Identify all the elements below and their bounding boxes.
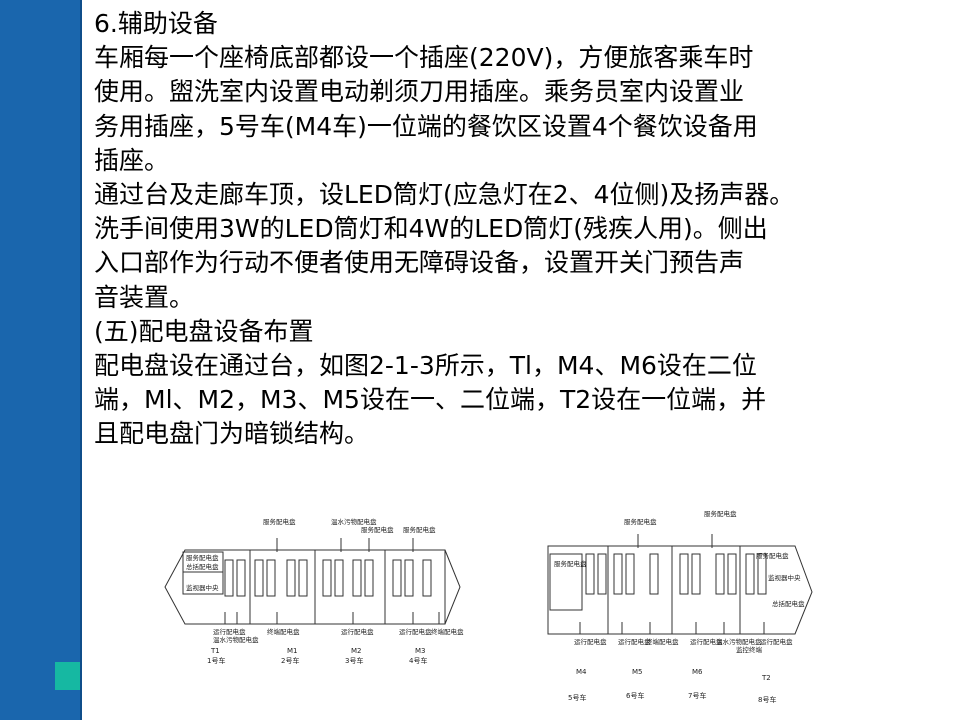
compartment-block	[625, 553, 635, 595]
label-service-panel: 服务配电盘	[554, 559, 587, 568]
label-water-panel: 温水污物配电盘	[213, 635, 259, 644]
car-code: M3	[415, 647, 426, 655]
text-line: (五)配电盘设备布置	[94, 316, 314, 346]
compartment-block	[352, 559, 362, 597]
text-line: 车厢每一个座椅底部都设一个插座(220V)，方便旅客乘车时	[94, 43, 754, 73]
text-line: 插座。	[94, 145, 170, 175]
label-end-panel: 终端配电盘	[646, 637, 679, 646]
compartment-block	[727, 553, 737, 595]
label-run-panel: 运行配电盘	[618, 637, 651, 646]
label-service-panel-top: 服务配电盘	[361, 525, 394, 534]
label-run-panel: 运行配电盘	[341, 627, 374, 636]
label-service-panel-top: 服务配电盘	[263, 517, 296, 526]
compartment-block	[392, 559, 402, 597]
car-code: T1	[210, 647, 220, 655]
label-run-panel: 运行配电盘	[690, 637, 723, 646]
train-body-outline	[547, 545, 813, 635]
text-line: 端，Ml、M2，M3、M5设在一、二位端，T2设在一位端，并	[94, 385, 767, 415]
train-diagram-left-svg: 服务配电盘 总括配电盘 监视器中央 服务配电盘 温水污物配电盘 服务配电盘 服务…	[164, 517, 464, 665]
text-line: 配电盘设在通过台，如图2-1-3所示，Tl，M4、M6设在二位	[94, 351, 757, 381]
label-monitor-panel: 监控终端	[736, 645, 763, 654]
label-end-panel: 终端配电盘	[267, 627, 300, 636]
label-service-panel: 服务配电盘	[186, 553, 219, 562]
compartment-block	[715, 553, 725, 595]
car-number: 7号车	[688, 691, 706, 700]
car-code: T2	[761, 674, 771, 682]
text-line: 洗手间使用3W的LED筒灯和4W的LED筒灯(残疾人用)。侧出	[94, 214, 768, 244]
compartment-block	[745, 553, 755, 595]
car-code: M5	[632, 668, 643, 676]
car-number: 4号车	[409, 656, 427, 665]
compartment-block	[254, 559, 264, 597]
car-number: 6号车	[626, 691, 644, 700]
train-diagram-right: 服务配电盘 服务配电盘 服务配电盘 服务配电盘 监视器中央 总括配电盘 运行配电…	[540, 502, 830, 712]
compartment-block	[322, 559, 332, 597]
label-service-panel-top: 服务配电盘	[704, 509, 737, 518]
car-number: 1号车	[207, 656, 225, 665]
label-run-panel: 运行配电盘	[399, 627, 432, 636]
compartment-block	[286, 559, 296, 597]
label-run-panel: 运行配电盘	[574, 637, 607, 646]
cab-panel-box	[549, 553, 583, 611]
label-main-panel: 总括配电盘	[772, 599, 805, 608]
text-line: 6.辅助设备	[94, 9, 218, 38]
compartment-block	[679, 553, 689, 595]
text-line: 通过台及走廊车顶，设LED筒灯(应急灯在2、4位侧)及扬声器。	[94, 180, 795, 210]
label-service-panel-top: 服务配电盘	[403, 525, 436, 534]
text-line: 使用。盥洗室内设置电动剃须刀用插座。乘务员室内设置业	[94, 77, 745, 107]
compartment-block	[649, 553, 659, 595]
car-code: M6	[692, 668, 703, 676]
label-run-panel: 运行配电盘	[213, 627, 246, 636]
text-line: 且配电盘门为暗锁结构。	[94, 419, 370, 449]
train-body-end	[444, 549, 461, 625]
sidebar-divider	[80, 0, 82, 720]
cab-panel-box	[182, 551, 224, 595]
compartment-block	[585, 553, 595, 595]
compartment-block	[404, 559, 414, 597]
car-number: 8号车	[758, 695, 776, 704]
text-line: 入口部作为行动不便者使用无障碍设备，设置开关门预告声	[94, 248, 745, 278]
label-end-panel: 终端配电盘	[431, 627, 464, 636]
compartment-block	[597, 553, 607, 595]
sidebar-accent-block	[55, 662, 80, 690]
compartment-block	[613, 553, 623, 595]
compartment-block	[334, 559, 344, 597]
label-monitor: 监视器中央	[768, 573, 801, 582]
label-service-panel-top: 服务配电盘	[624, 517, 657, 526]
train-diagram-left: 服务配电盘 总括配电盘 监视器中央 服务配电盘 温水污物配电盘 服务配电盘 服务…	[155, 512, 470, 672]
compartment-block	[224, 559, 234, 597]
car-code: M4	[576, 668, 587, 676]
sidebar-band	[0, 0, 80, 720]
compartment-block	[757, 553, 767, 595]
compartment-block	[266, 559, 276, 597]
compartment-block	[364, 559, 374, 597]
label-main-panel: 总括配电盘	[186, 562, 219, 571]
compartment-block	[236, 559, 246, 597]
text-line: 音装置。	[94, 282, 195, 312]
label-monitor: 监视器中央	[186, 583, 219, 592]
label-water-panel: 温水污物配电盘	[716, 637, 762, 646]
car-number: 3号车	[345, 656, 363, 665]
compartment-block	[422, 559, 432, 597]
car-code: M2	[351, 647, 362, 655]
train-diagram-right-svg: 服务配电盘 服务配电盘 服务配电盘 服务配电盘 监视器中央 总括配电盘 运行配电…	[547, 509, 813, 704]
label-service-panel: 服务配电盘	[756, 551, 789, 560]
car-code: M1	[287, 647, 298, 655]
text-line: 务用插座，5号车(M4车)一位端的餐饮区设置4个餐饮设备用	[94, 111, 758, 141]
car-number: 5号车	[568, 693, 586, 702]
compartment-block	[691, 553, 701, 595]
label-run-panel: 运行配电盘	[760, 637, 793, 646]
compartment-block	[298, 559, 308, 597]
car-number: 2号车	[281, 656, 299, 665]
label-water-panel-top: 温水污物配电盘	[331, 517, 377, 526]
slide-body-text: 6.辅助设备 车厢每一个座椅底部都设一个插座(220V)，方便旅客乘车时 使用。…	[94, 7, 956, 452]
